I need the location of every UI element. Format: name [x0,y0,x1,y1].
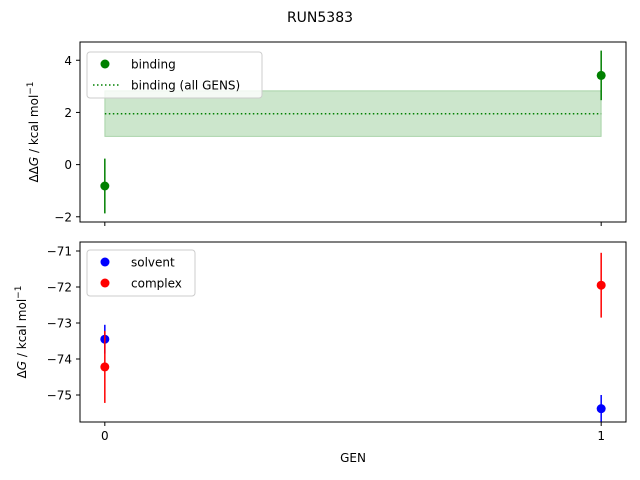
binding-y-tick-label: 2 [64,106,72,120]
solvent-point [596,404,606,414]
binding-panel: −2 0 2 4 ΔΔG / kcal mol−1 binding binding (… [26,41,627,226]
binding-legend: binding binding (all GENS) [86,51,263,99]
complex-point [596,280,606,290]
x-axis-label: GEN [340,451,366,465]
legend-label-binding: binding [131,58,176,72]
free-energy-axes-frame [79,241,627,423]
binding-legend-box [86,51,263,99]
binding-y-tick-label: 0 [64,158,72,172]
free-energy-y-tick-label: −71 [47,245,72,259]
binding-x-ticks [104,222,602,226]
binding-marks [100,50,606,214]
legend-marker-complex [100,278,110,288]
free-energy-y-tick-label: −74 [47,353,72,367]
free-energy-x-tick-label: 1 [597,429,605,443]
binding-y-ticks: −2 0 2 4 [54,54,80,224]
figure-title: RUN5383 [287,10,353,26]
free-energy-y-tick-label: −73 [47,317,72,331]
free-energy-y-ticks: −75 −74 −73 −72 −71 [47,245,80,403]
free-energy-y-axis-label: ΔG / kcal mol−1 [14,286,29,379]
binding-point [100,181,110,191]
legend-label-binding-all-gens: binding (all GENS) [131,79,240,93]
binding-y-axis-label: ΔΔG / kcal mol−1 [26,81,41,182]
binding-axes-frame [79,41,627,223]
free-energy-legend-box [86,249,196,297]
binding-y-tick-label: −2 [54,210,72,224]
free-energy-x-tick-label: 0 [101,429,109,443]
free-energy-legend: solvent complex [86,249,196,297]
complex-point [100,362,110,372]
legend-label-solvent: solvent [131,256,175,270]
free-energy-y-tick-label: −75 [47,389,72,403]
legend-marker-binding [100,59,110,69]
legend-label-complex: complex [131,277,182,291]
binding-point [596,70,606,80]
binding-y-tick-label: 4 [64,54,72,68]
free-energy-y-tick-label: −72 [47,281,72,295]
legend-marker-solvent [100,257,110,267]
free-energy-marks [100,252,606,423]
